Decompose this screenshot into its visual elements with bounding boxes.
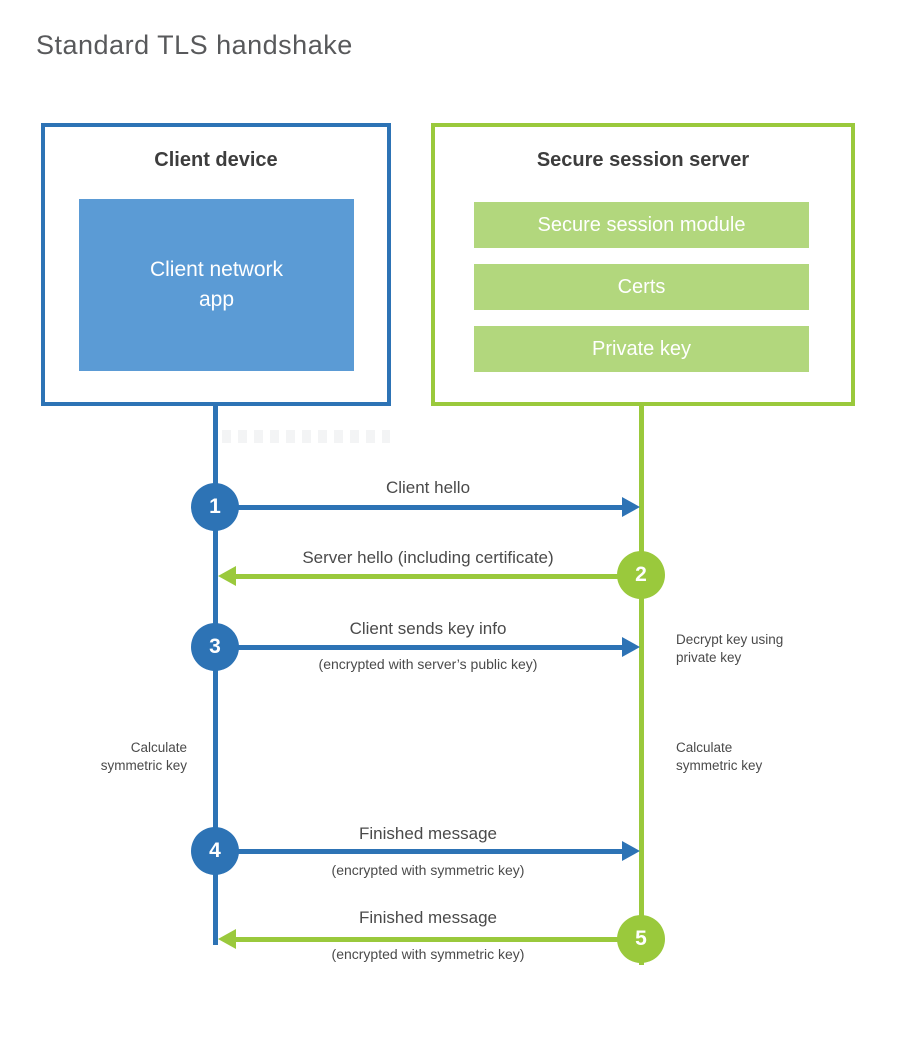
message-2-label: Server hello (including certificate) (302, 548, 554, 567)
message-5-sublabel: (encrypted with symmetric key) (331, 946, 525, 962)
message-5-arrowhead-icon (218, 929, 236, 949)
message-5-label: Finished message (359, 908, 497, 927)
step-1-badge: 1 (191, 483, 239, 531)
client-app-label-line1: Client network (149, 258, 284, 281)
note-calc-symmetric-left: Calculate symmetric key (47, 739, 187, 774)
message-2-arrow (236, 574, 641, 579)
note-calc-symmetric-right: Calculate symmetric key (676, 739, 826, 774)
message-4-arrow (215, 849, 622, 854)
step-4-badge: 4 (191, 827, 239, 875)
message-3-label: Client sends key info (349, 619, 507, 638)
note-calc-left-line2: symmetric key (100, 757, 187, 773)
client-device-title: Client device (154, 149, 278, 171)
message-1-arrow (215, 505, 622, 510)
client-lifeline (213, 405, 218, 945)
note-calc-right-line2: symmetric key (676, 757, 763, 773)
page-title: Standard TLS handshake (36, 30, 353, 60)
client-app-label-line2: app (198, 288, 235, 311)
note-decrypt-key: Decrypt key using private key (676, 631, 826, 666)
step-3-badge: 3 (191, 623, 239, 671)
note-decrypt-key-line1: Decrypt key using (676, 632, 784, 647)
message-3-sublabel: (encrypted with server’s public key) (318, 656, 538, 672)
note-calc-right-line1: Calculate (676, 740, 733, 755)
message-3-arrow (215, 645, 622, 650)
note-calc-left-line1: Calculate (130, 740, 187, 755)
message-3-arrowhead-icon (622, 637, 640, 657)
server-module-private-key: Private key (474, 326, 809, 372)
secure-session-server-box: Secure session server Secure session mod… (431, 123, 855, 406)
message-1-arrowhead-icon (622, 497, 640, 517)
message-5-arrow (236, 937, 641, 942)
client-device-box: Client device Client network app (41, 123, 391, 406)
note-decrypt-key-line2: private key (676, 649, 742, 665)
step-2-badge: 2 (617, 551, 665, 599)
message-1-label: Client hello (385, 478, 471, 497)
server-module-secure-session: Secure session module (474, 202, 809, 248)
server-module-certs: Certs (474, 264, 809, 310)
message-4-arrowhead-icon (622, 841, 640, 861)
client-network-app-module: Client network app (79, 199, 354, 371)
message-2-arrowhead-icon (218, 566, 236, 586)
step-5-badge: 5 (617, 915, 665, 963)
secure-session-server-title: Secure session server (536, 149, 750, 171)
message-4-sublabel: (encrypted with symmetric key) (331, 862, 525, 878)
server-lifeline (639, 405, 644, 965)
faint-dashed-line (222, 430, 390, 443)
message-4-label: Finished message (359, 824, 497, 843)
